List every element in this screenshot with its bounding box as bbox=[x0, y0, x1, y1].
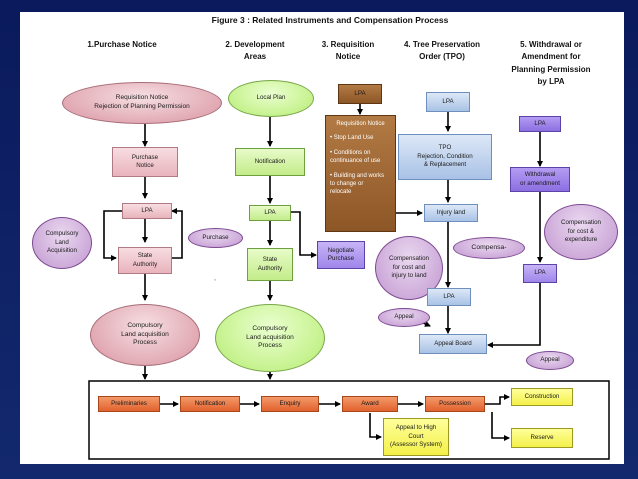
lpa-box-col4b: LPA bbox=[427, 288, 471, 306]
compulsory-land-acquisition-oval: Compulsory Land Acquisition bbox=[32, 217, 92, 269]
lpa-box-col3: LPA bbox=[338, 84, 382, 104]
arrow bbox=[171, 208, 183, 259]
figure-title: Figure 3 : Related Instruments and Compe… bbox=[211, 15, 449, 25]
possession-box: Possession bbox=[425, 396, 485, 412]
requisition-box-item: • Stop Land Use bbox=[330, 135, 374, 142]
column-header-purchase-notice: 1.Purchase Notice bbox=[87, 40, 157, 49]
construction-box: Construction bbox=[511, 388, 573, 406]
arrow bbox=[369, 413, 382, 440]
column-header-tpo: 4. Tree Preservation Order (TPO) bbox=[403, 40, 481, 62]
arrow bbox=[291, 211, 317, 258]
compensa-oval: Compensa- bbox=[453, 237, 525, 259]
preliminaries-box: Preliminaries bbox=[98, 396, 160, 412]
tpo-box: TPO Rejection, Condition & Replacement bbox=[398, 134, 492, 180]
withdrawal-box: Withdrawal or amendment bbox=[510, 167, 570, 192]
enquiry-box: Enquiry bbox=[261, 396, 319, 412]
column-header-withdrawal: 5. Withdrawal or Amendment for Planning … bbox=[511, 40, 591, 87]
lpa-box-col5: LPA bbox=[519, 116, 561, 132]
award-box: Award bbox=[342, 396, 398, 412]
appeal-oval-1: Appeal bbox=[378, 308, 430, 327]
notification-box-col2: Notification bbox=[235, 148, 305, 176]
purchase-oval: Purchase bbox=[188, 228, 243, 248]
appeal-high-court-box: Appeal to High Court (Assessor System) bbox=[383, 418, 449, 456]
lpa-box-col5b: LPA bbox=[523, 264, 557, 283]
state-authority-box-col2: State Authority bbox=[247, 248, 293, 281]
connector-layer bbox=[88, 104, 610, 460]
arrow bbox=[487, 283, 541, 348]
slide: Figure 3 : Related Instruments and Compe… bbox=[20, 12, 624, 464]
appeal-board-box: Appeal Board bbox=[419, 334, 487, 354]
reserve-box: Reserve bbox=[511, 428, 573, 448]
lpa-box-col1: LPA bbox=[122, 203, 172, 219]
column-header-requisition-notice: 3. Requisition Notice bbox=[321, 40, 375, 62]
process-frame bbox=[88, 380, 610, 460]
appeal-oval-2: Appeal bbox=[526, 351, 574, 370]
compensation-cost-expenditure-oval: Compensation for cost & expenditure bbox=[544, 204, 618, 260]
cla-process-oval-col2: Compulsory Land acquisition Process bbox=[215, 304, 325, 372]
column-header-development-areas: 2. Development Areas bbox=[225, 40, 285, 62]
arrow bbox=[103, 210, 122, 261]
requisition-box-item: • Conditions on continuance of use bbox=[330, 149, 381, 165]
requisition-box-heading: Requisition Notice bbox=[336, 121, 385, 127]
state-authority-box-col1: State Authority bbox=[118, 247, 172, 274]
requisition-box-item: • Building and works to change or reloca… bbox=[330, 172, 385, 196]
purchase-notice-box: Purchase Notice bbox=[112, 147, 178, 177]
requisition-notice-oval: Requisition Notice Rejection of Planning… bbox=[62, 82, 222, 124]
requisition-notice-box: Requisition Notice • Stop Land Use • Con… bbox=[325, 115, 396, 232]
stray-mark: , bbox=[214, 274, 216, 282]
injury-land-box: Injury land bbox=[424, 204, 478, 222]
negotiate-purchase-box: Negotiate Purchase bbox=[317, 241, 365, 269]
compensation-cost-injury-oval: Compensation for cost and injury to land bbox=[375, 236, 443, 300]
cla-process-oval-col1: Compulsory Land acquisition Process bbox=[90, 304, 200, 366]
lpa-box-col2: LPA bbox=[249, 205, 291, 221]
arrow bbox=[491, 412, 510, 441]
arrow bbox=[485, 394, 510, 405]
local-plan-oval: Local Plan bbox=[228, 80, 314, 117]
notification-box-bottom: Notification bbox=[180, 396, 240, 412]
lpa-box-col4: LPA bbox=[426, 92, 470, 112]
